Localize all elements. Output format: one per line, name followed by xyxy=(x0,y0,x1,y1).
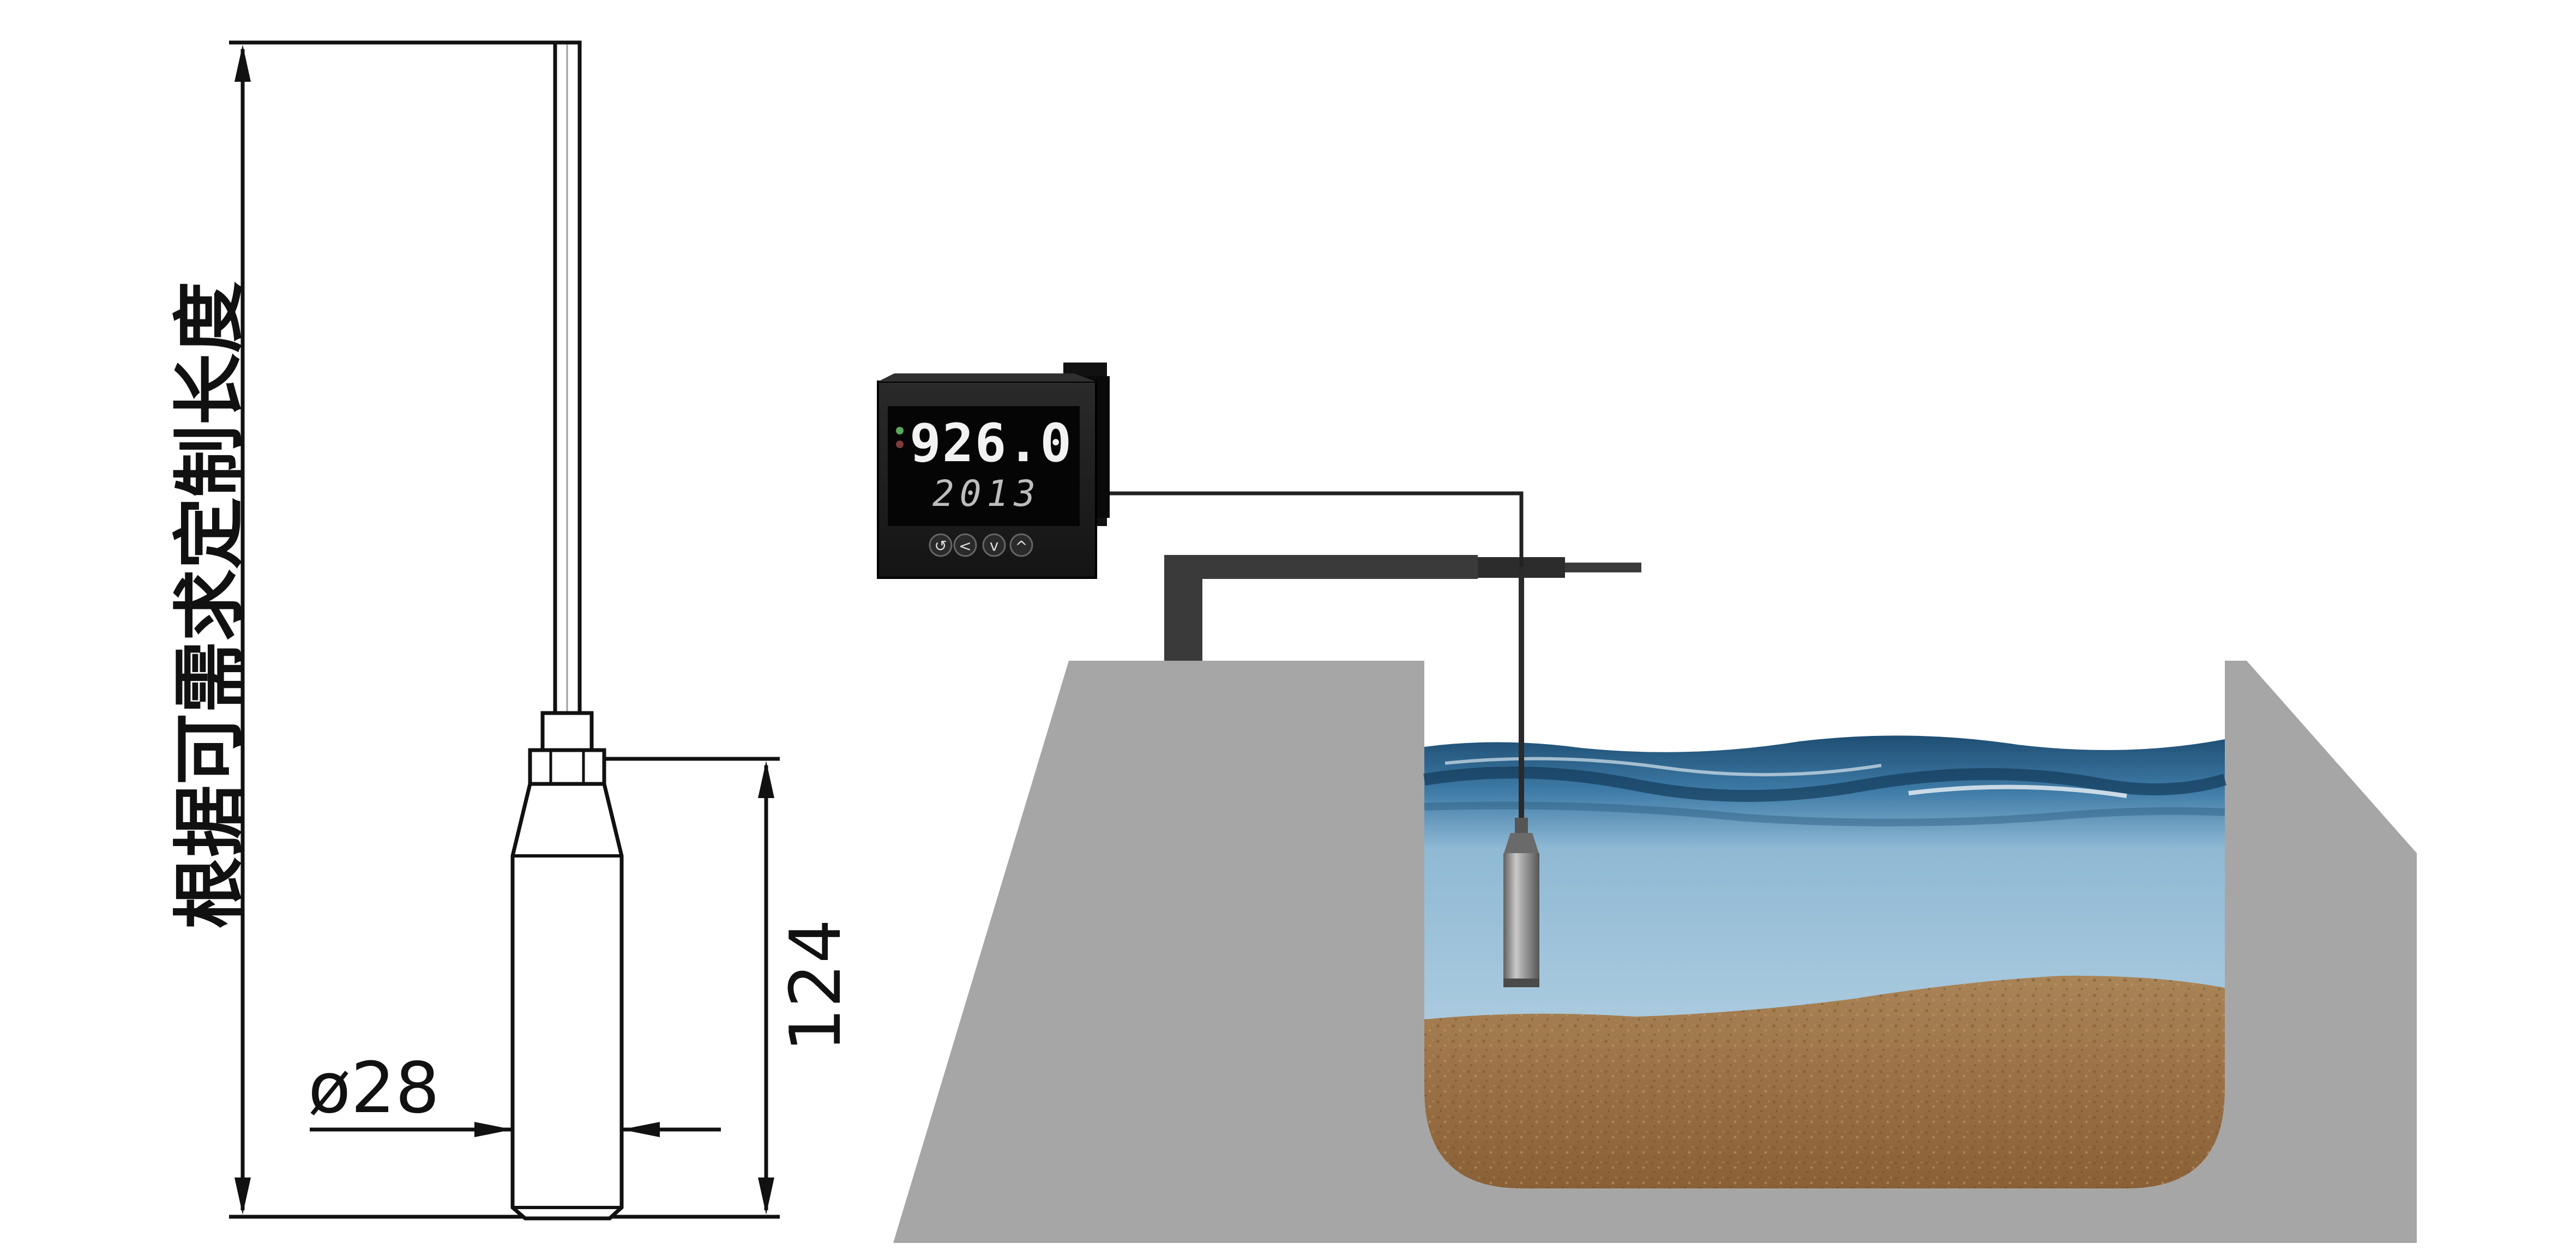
mounting-bracket xyxy=(1164,555,1641,661)
sensor-gland-nut xyxy=(528,711,606,786)
signal-cable xyxy=(1096,491,1524,567)
meter-button-down-label: v xyxy=(990,536,999,554)
meter-button-set-label: ↺ xyxy=(934,537,947,555)
sensor-probe-outline xyxy=(510,782,624,1221)
meter-button-left[interactable]: < xyxy=(953,533,977,557)
water-surface-waves xyxy=(1423,757,2227,826)
diameter-label: ø28 xyxy=(308,1048,440,1129)
concrete-tank xyxy=(893,661,2417,1243)
submerged-probe xyxy=(1503,818,1539,987)
sensor-cable xyxy=(553,40,582,715)
diameter-arrow-left xyxy=(474,1122,513,1137)
height-label: 124 xyxy=(775,919,857,1052)
height-arrow-top xyxy=(758,761,774,798)
length-label: 根据可需求定制长度 xyxy=(168,281,252,929)
sensor-dimension-drawing: 根据可需求定制长度 124 ø28 xyxy=(168,40,857,1221)
digital-level-meter: 926.0 2013 ↺ < v ^ xyxy=(877,363,1110,579)
diameter-arrow-right xyxy=(622,1122,660,1137)
height-arrow-bottom xyxy=(758,1178,774,1215)
meter-button-down[interactable]: v xyxy=(982,533,1006,557)
meter-button-up-label: ^ xyxy=(1015,538,1027,555)
meter-sub-reading: 2013 xyxy=(932,473,1041,515)
installation-scene: 926.0 2013 ↺ < v ^ xyxy=(877,363,2417,1243)
meter-buttons: ↺ < v ^ xyxy=(929,533,1033,557)
meter-button-left-label: < xyxy=(959,537,971,555)
length-arrow-top xyxy=(234,45,251,82)
meter-button-up[interactable]: ^ xyxy=(1009,533,1033,557)
meter-button-set[interactable]: ↺ xyxy=(929,533,953,557)
meter-main-reading: 926.0 xyxy=(910,413,1073,474)
length-arrow-bottom xyxy=(234,1178,251,1215)
